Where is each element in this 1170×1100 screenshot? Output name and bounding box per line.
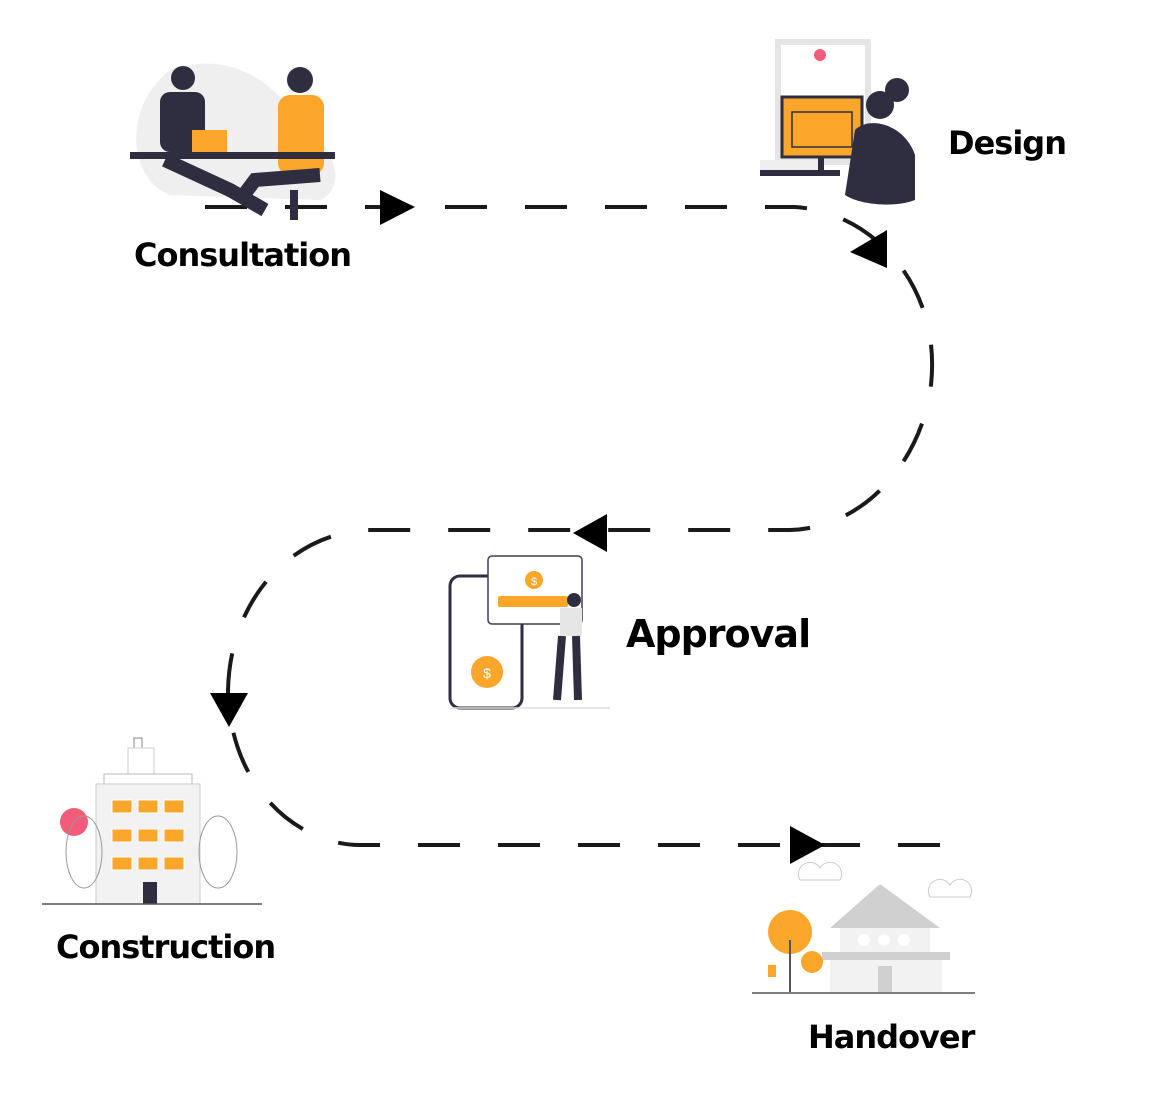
- flow-path: [205, 205, 945, 847]
- step-label-approval: Approval: [626, 612, 811, 656]
- handshake-meeting-illustration: [130, 63, 336, 220]
- arrow-right-icon: [790, 826, 825, 864]
- arrow-down-right-icon: [850, 230, 887, 268]
- arrow-down-icon: [210, 693, 248, 727]
- arrow-left-icon: [573, 514, 607, 552]
- step-label-design: Design: [948, 124, 1067, 162]
- svg-text:$: $: [531, 576, 537, 588]
- step-label-construction: Construction: [56, 928, 276, 966]
- step-label-handover: Handover: [808, 1018, 975, 1056]
- arrow-right-icon: [380, 190, 415, 225]
- building-illustration: [42, 737, 262, 905]
- house-illustration: [752, 861, 975, 994]
- step-label-consultation: Consultation: [134, 236, 352, 274]
- payment-approval-illustration: $ $: [448, 555, 610, 710]
- svg-text:$: $: [483, 665, 491, 681]
- designer-at-computer-illustration: [760, 39, 915, 205]
